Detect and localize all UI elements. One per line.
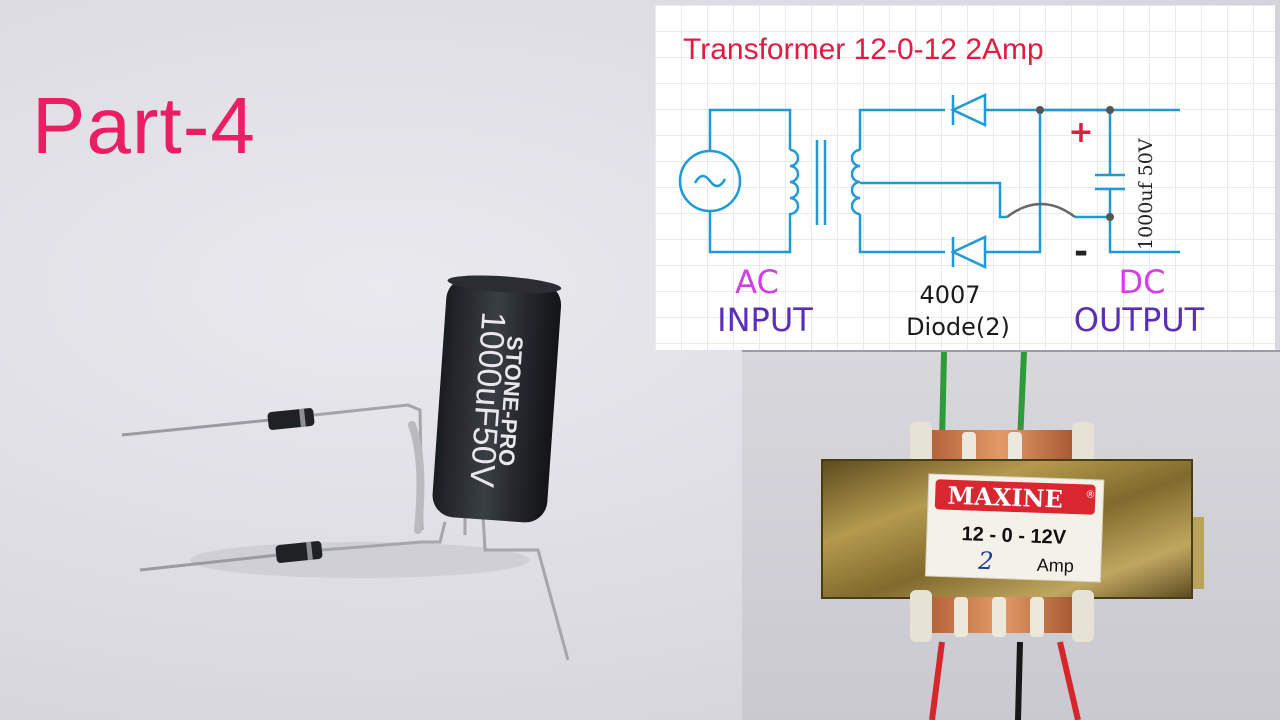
wire bbox=[708, 108, 792, 151]
diode-band bbox=[306, 541, 313, 561]
diode-band bbox=[299, 408, 306, 428]
wire-jumper bbox=[1006, 202, 1076, 218]
schematic-drawing: Transformer 12-0-12 2Amp bbox=[678, 33, 1205, 341]
diode-lead bbox=[321, 521, 447, 552]
transformer-photo: MAXINE ® 12 - 0 - 12V 2 Amp bbox=[742, 352, 1280, 720]
diode-lead bbox=[121, 418, 271, 437]
diode-upper bbox=[267, 408, 315, 430]
bobbin-tab bbox=[910, 422, 932, 470]
output-label: OUTPUT bbox=[1074, 301, 1205, 339]
brand-badge bbox=[934, 479, 1096, 515]
panel-divider bbox=[742, 350, 1280, 353]
junction-dot bbox=[1106, 106, 1114, 114]
capacitor-rating: 1000uf 50V bbox=[1135, 138, 1157, 250]
bobbin-tab bbox=[954, 597, 968, 637]
part-title: Part-4 bbox=[32, 81, 256, 170]
rating-label: MAXINE ® 12 - 0 - 12V 2 Amp bbox=[924, 473, 1105, 583]
input-label: INPUT bbox=[717, 301, 813, 339]
dc-label: DC bbox=[1119, 263, 1166, 301]
transformer-drawing: MAXINE ® 12 - 0 - 12V 2 Amp bbox=[821, 352, 1204, 720]
bobbin-tab bbox=[1072, 422, 1094, 470]
schematic-panel: Transformer 12-0-12 2Amp bbox=[655, 5, 1275, 350]
bobbin-tab bbox=[992, 597, 1006, 637]
plus-sign: + bbox=[1068, 115, 1093, 150]
bobbin-tab bbox=[910, 590, 932, 642]
solder-joint bbox=[408, 421, 425, 534]
wire bbox=[858, 108, 945, 150]
sine-wave-icon bbox=[693, 174, 727, 188]
capacitor-diode-photo: STONE-PRO 1000uF50V bbox=[121, 275, 570, 661]
minus-sign: - bbox=[1074, 232, 1088, 272]
ac-label: AC bbox=[735, 263, 779, 301]
black-wire bbox=[1015, 641, 1023, 720]
diode-lead bbox=[139, 553, 279, 572]
red-wire bbox=[929, 641, 945, 720]
junction-dot bbox=[1036, 106, 1044, 114]
wire bbox=[1108, 189, 1180, 254]
diode-bottom-icon bbox=[950, 235, 987, 269]
bobbin-tab bbox=[962, 432, 976, 466]
green-wire bbox=[939, 352, 947, 443]
wire bbox=[708, 211, 792, 254]
voltage-rating: 12 - 0 - 12V bbox=[961, 523, 1067, 549]
wire bbox=[858, 214, 945, 254]
capacitor-lead bbox=[481, 514, 570, 661]
registered-mark: ® bbox=[1085, 489, 1095, 500]
primary-coil-icon bbox=[789, 148, 800, 216]
diode-model: 4007 bbox=[919, 281, 980, 309]
diode-lead bbox=[313, 403, 424, 531]
capacitor-body bbox=[432, 277, 562, 523]
wire bbox=[985, 110, 1042, 254]
capacitor-top bbox=[447, 275, 562, 294]
copper-winding bbox=[914, 430, 1089, 462]
green-wire bbox=[1017, 352, 1027, 443]
bobbin-tab bbox=[1072, 590, 1094, 642]
centre-tap-wire bbox=[860, 181, 1007, 219]
current-number: 2 bbox=[977, 547, 994, 576]
secondary-coil-icon bbox=[850, 148, 861, 216]
diode-label: Diode(2) bbox=[906, 313, 1010, 341]
shadow bbox=[190, 542, 530, 578]
schematic-title: Transformer 12-0-12 2Amp bbox=[683, 33, 1044, 66]
junction-dot bbox=[1106, 213, 1114, 221]
current-unit: Amp bbox=[1037, 555, 1075, 576]
brand-text: MAXINE bbox=[947, 481, 1063, 514]
red-wire bbox=[1057, 641, 1081, 720]
diode-top-icon bbox=[950, 93, 987, 127]
bobbin-tab bbox=[1030, 597, 1044, 637]
bobbin-tab bbox=[1008, 432, 1022, 466]
